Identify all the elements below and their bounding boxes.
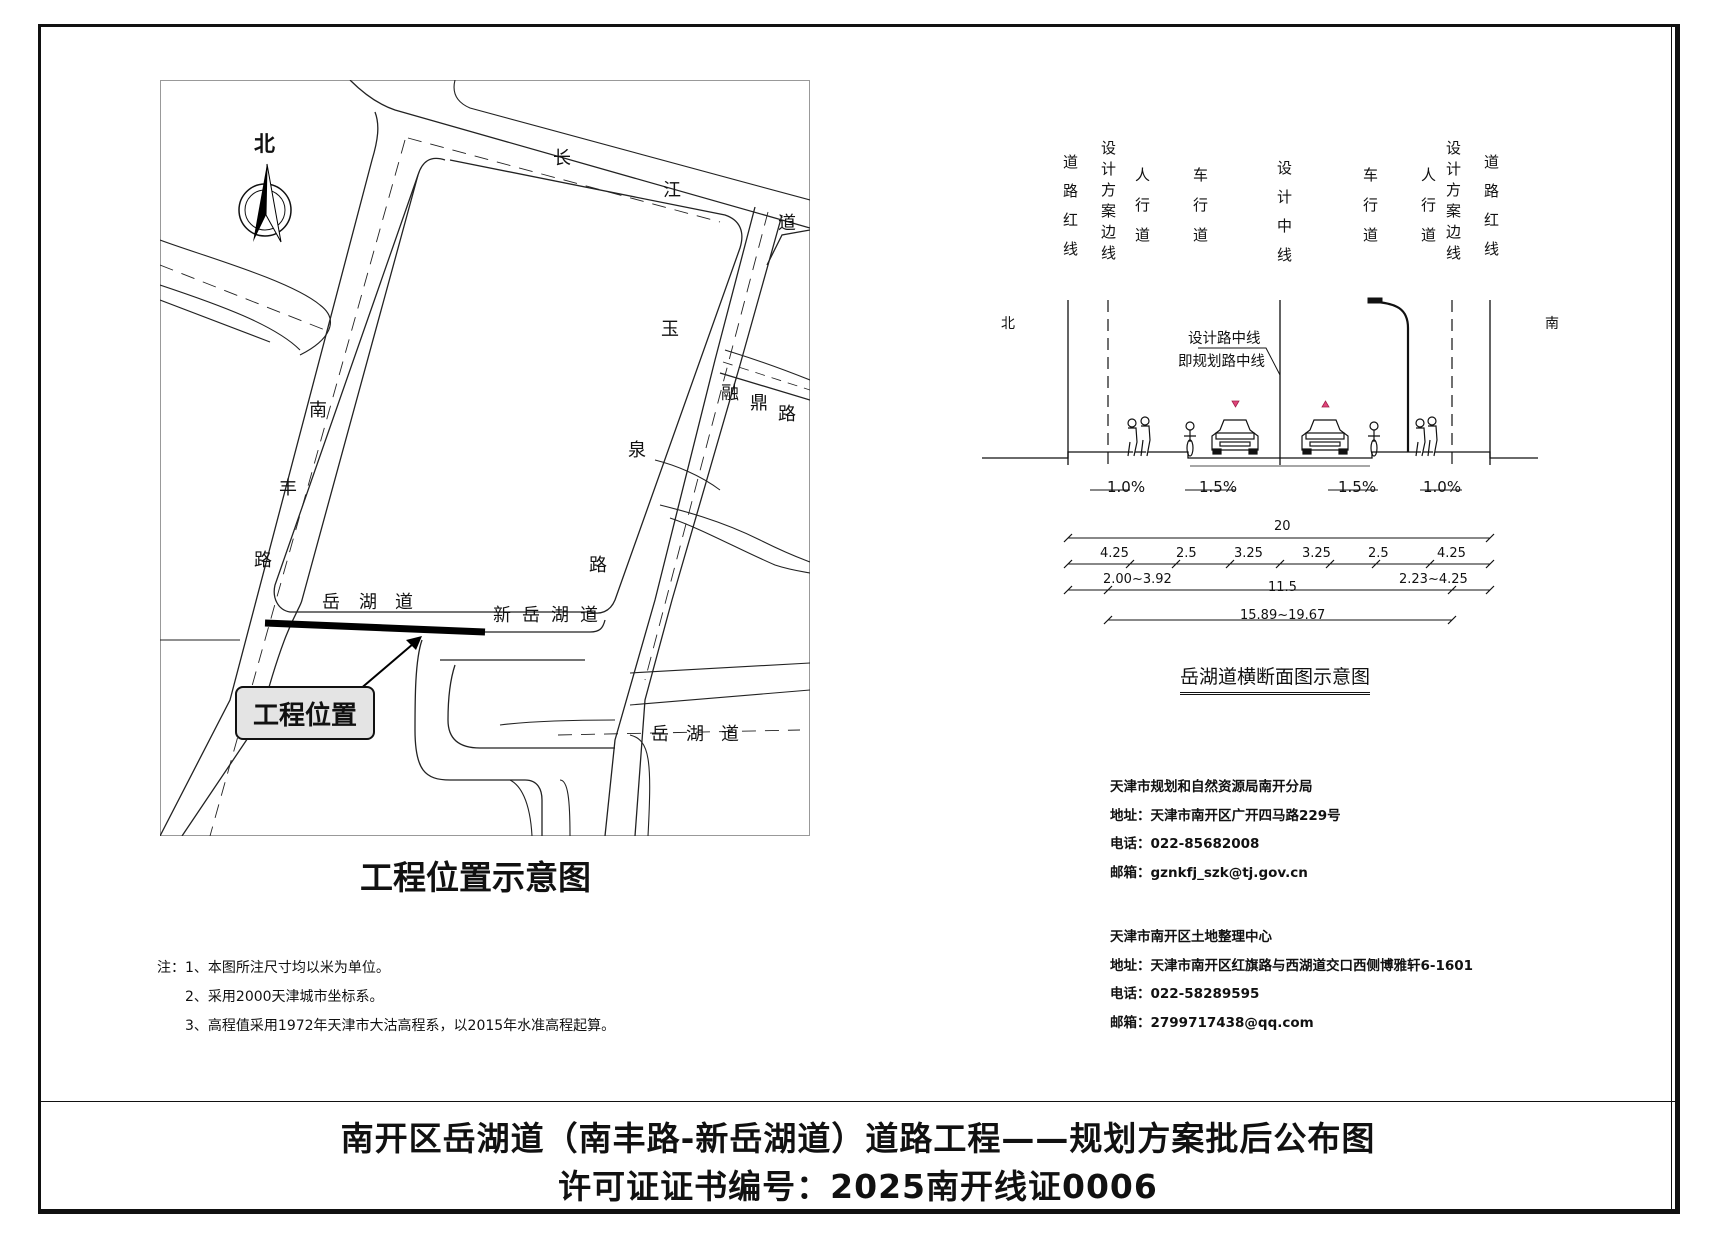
road-label-xinyuehu-3: 湖 (551, 605, 569, 626)
road-label-changjiang-3: 道 (778, 213, 796, 234)
slope-label-3: 1.5% (1338, 478, 1377, 496)
cross-section-south: 南 (1545, 316, 1559, 332)
cross-section-drawing (982, 297, 1538, 625)
road-label-yuehu-lower-3: 道 (721, 724, 739, 745)
drawing-title: 南开区岳湖道（南丰路-新岳湖道）道路工程——规划方案批后公布图 (340, 1119, 1376, 1158)
dim-row4: 15.89~19.67 (1240, 608, 1326, 623)
road-label-nanfeng-1: 南 (309, 400, 327, 421)
drawing-frame (38, 24, 1680, 1214)
cyclist-icon (1184, 421, 1196, 457)
location-map-caption: 工程位置示意图 (360, 858, 591, 897)
dim-total: 20 (1274, 519, 1291, 534)
car-icon (1211, 419, 1259, 455)
map-north-label: 北 (254, 132, 275, 156)
permit-number: 许可证证书编号：2025南开线证0006 (558, 1167, 1158, 1206)
road-label-xinyuehu-2: 岳 (522, 605, 540, 626)
road-label-xinyuehu-4: 道 (580, 605, 598, 626)
note-2: 2、采用2000天津城市坐标系。 (185, 989, 384, 1005)
road-label-rongding-3: 路 (778, 404, 796, 425)
road-label-rongding-2: 鼎 (750, 393, 768, 414)
road-label-changjiang-1: 长 (553, 148, 571, 169)
road-label-yuehu-upper-3: 道 (395, 592, 413, 613)
lane-direction-arrow-right (1321, 400, 1330, 408)
road-label-nanfeng-3: 路 (254, 550, 272, 571)
contact-2-org: 天津市南开区土地整理中心 (1110, 929, 1272, 945)
road-label-yuquan-3: 路 (589, 555, 607, 576)
label-design-edge-left: 设计方案边线 (1101, 139, 1117, 262)
dim-row3-right: 2.23~4.25 (1399, 572, 1468, 587)
note-1: 注：1、本图所注尺寸均以米为单位。 (157, 960, 390, 976)
slope-label-4: 1.0% (1423, 478, 1462, 496)
cross-section-north: 北 (1001, 316, 1015, 332)
project-road-segment (264, 619, 486, 636)
contact-block-1: 天津市规划和自然资源局南开分局 地址：天津市南开区广开四马路229号 电话：02… (1110, 773, 1341, 887)
contact-1-org: 天津市规划和自然资源局南开分局 (1110, 779, 1313, 795)
dim-row3-mid: 11.5 (1268, 580, 1297, 595)
dim-segment-2: 2.5 (1176, 546, 1197, 561)
slope-label-1: 1.0% (1107, 478, 1146, 496)
lane-direction-arrow (1231, 400, 1240, 408)
dim-segment-5: 2.5 (1368, 546, 1389, 561)
dim-segment-3: 3.25 (1234, 546, 1263, 561)
pedestrian-icon-right (1415, 416, 1438, 457)
road-label-yuquan-2: 泉 (628, 440, 646, 461)
road-label-xinyuehu-1: 新 (493, 605, 511, 626)
road-label-yuehu-upper-2: 湖 (359, 592, 377, 613)
frame-inner-line (1671, 24, 1672, 1210)
label-design-edge-right: 设计方案边线 (1446, 139, 1462, 262)
road-label-yuquan-1: 玉 (661, 319, 679, 340)
road-label-yuehu-lower-1: 岳 (651, 724, 669, 745)
centerline-note-1: 设计路中线 (1188, 331, 1261, 347)
dim-segment-1: 4.25 (1100, 546, 1129, 561)
car-icon-right (1301, 419, 1349, 455)
label-road-red-line-right: 道路红线 (1484, 153, 1500, 258)
notes-block: 注：1、本图所注尺寸均以米为单位。 2、采用2000天津城市坐标系。 3、高程值… (157, 954, 615, 1041)
slope-label-2: 1.5% (1199, 478, 1238, 496)
road-label-yuehu-upper-1: 岳 (322, 592, 340, 613)
project-location-callout: 工程位置 (235, 686, 375, 740)
contact-1-address: 地址：天津市南开区广开四马路229号 (1110, 807, 1341, 824)
label-design-center: 设计中线 (1277, 159, 1293, 264)
title-divider (40, 1101, 1676, 1102)
cross-section-caption: 岳湖道横断面图示意图 (1180, 662, 1371, 695)
pedestrian-icon (1127, 416, 1151, 457)
label-carriageway-left: 车行道 (1193, 166, 1209, 244)
dim-row3-left: 2.00~3.92 (1103, 572, 1172, 587)
road-label-rongding-1: 融 (721, 383, 739, 404)
label-sidewalk-right: 人行道 (1421, 166, 1437, 244)
road-label-changjiang-2: 江 (663, 180, 681, 201)
contact-1-phone: 电话：022-85682008 (1110, 836, 1260, 852)
label-carriageway-right: 车行道 (1363, 166, 1379, 244)
contact-2-address: 地址：天津市南开区红旗路与西湖道交口西侧博雅轩6-1601 (1110, 957, 1474, 974)
road-label-yuehu-lower-2: 湖 (686, 724, 704, 745)
road-label-nanfeng-2: 丰 (279, 478, 297, 499)
centerline-note-2: 即规划路中线 (1178, 354, 1265, 370)
label-sidewalk-left: 人行道 (1135, 166, 1151, 244)
contact-block-2: 天津市南开区土地整理中心 地址：天津市南开区红旗路与西湖道交口西侧博雅轩6-16… (1110, 923, 1473, 1037)
project-location-callout-text: 工程位置 (252, 700, 357, 731)
dim-segment-6: 4.25 (1437, 546, 1466, 561)
dim-segment-4: 3.25 (1302, 546, 1331, 561)
cyclist-icon-right (1368, 421, 1380, 457)
contact-2-phone: 电话：022-58289595 (1110, 986, 1260, 1002)
label-road-red-line-left: 道路红线 (1063, 153, 1079, 258)
contact-2-email: 邮箱：2799717438@qq.com (1110, 1014, 1314, 1031)
note-3: 3、高程值采用1972年天津市大沽高程系，以2015年水准高程起算。 (185, 1018, 616, 1034)
contact-1-email: 邮箱：gznkfj_szk@tj.gov.cn (1110, 864, 1308, 881)
north-arrow-icon (238, 163, 292, 243)
